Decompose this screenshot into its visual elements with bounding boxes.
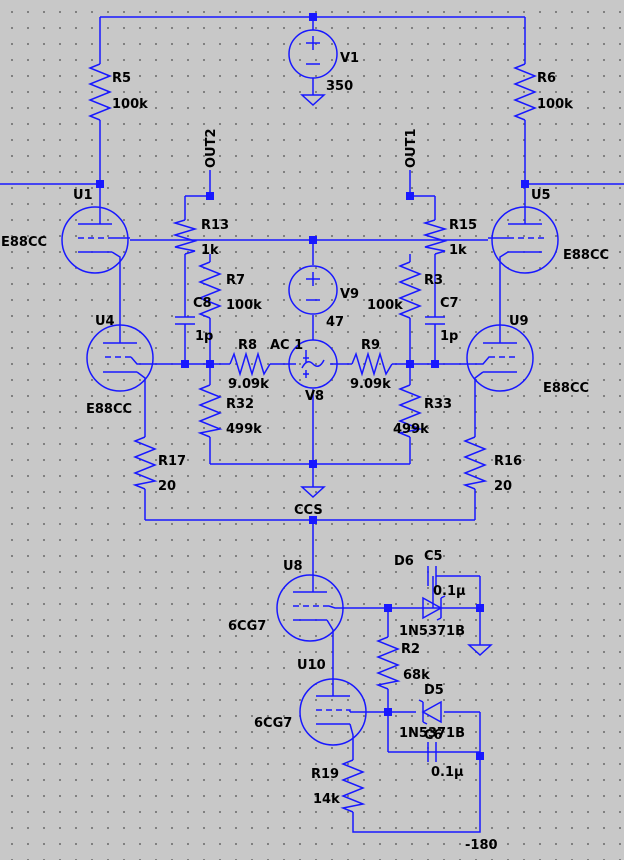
- r13-ref: R13: [201, 218, 229, 233]
- r6-symbol: [512, 63, 538, 121]
- v1-source: V1 350: [288, 29, 359, 106]
- net-neg-supply: -180: [465, 838, 498, 853]
- v9-source: V9 47: [288, 265, 359, 330]
- r8-symbol: [229, 351, 271, 377]
- r19-value: 14k: [313, 792, 340, 807]
- r9-symbol: [351, 351, 393, 377]
- r6-ref: R6: [537, 71, 556, 86]
- r17-value: 20: [158, 479, 176, 494]
- r13-symbol: [172, 219, 198, 255]
- v1-ref: V1: [340, 51, 359, 66]
- r17-symbol: [132, 436, 158, 490]
- u1-ref: U1: [73, 188, 93, 203]
- v1-value: 350: [326, 79, 353, 94]
- c8-symbol: [175, 316, 195, 325]
- r19-ref: R19: [311, 767, 339, 782]
- r2-ref: R2: [401, 642, 420, 657]
- junctions: [96, 13, 529, 760]
- tube-u1: [61, 203, 130, 274]
- d5-symbol: [418, 699, 442, 725]
- r19-symbol: [340, 759, 366, 813]
- labels: U1 E88CC U5 E88CC U4 E88CC U9 E88CC U8 6…: [1, 71, 609, 853]
- net-out2: OUT2: [204, 128, 219, 168]
- u10-ref: U10: [297, 658, 326, 673]
- r3-ref: R3: [424, 273, 443, 288]
- net-out1: OUT1: [404, 128, 419, 168]
- c5-ref: C5: [424, 549, 443, 564]
- net-ccs: CCS: [294, 503, 323, 518]
- tube-u4: [86, 323, 154, 392]
- r33-value: 499k: [393, 422, 429, 437]
- resistors: [87, 63, 538, 813]
- d5-ref: D5: [424, 683, 444, 698]
- c5-symbol: [427, 566, 480, 586]
- r16-value: 20: [494, 479, 512, 494]
- r7-value: 100k: [226, 298, 262, 313]
- d6-model: 1N5371B: [399, 624, 465, 639]
- r32-symbol: [197, 384, 223, 438]
- u9-type: E88CC: [543, 381, 589, 396]
- r16-ref: R16: [494, 454, 522, 469]
- r2-value: 68k: [403, 668, 430, 683]
- r15-value: 1k: [449, 243, 467, 258]
- c6-value: 0.1µ: [431, 765, 464, 780]
- u4-type: E88CC: [86, 402, 132, 417]
- r8-ref: R8: [238, 338, 257, 353]
- r17-ref: R17: [158, 454, 186, 469]
- r33-ref: R33: [424, 397, 452, 412]
- r8-value: 9.09k: [228, 377, 269, 392]
- u1-type: E88CC: [1, 235, 47, 250]
- u5-ref: U5: [531, 188, 551, 203]
- wires: [0, 16, 624, 833]
- tube-u8: [276, 565, 345, 642]
- c7-symbol: [425, 316, 445, 325]
- r16-symbol: [462, 436, 488, 490]
- u8-type: 6CG7: [228, 619, 266, 634]
- r15-ref: R15: [449, 218, 477, 233]
- u8-ref: U8: [283, 559, 303, 574]
- r5-symbol: [87, 63, 113, 121]
- r3-value: 100k: [367, 298, 403, 313]
- c7-value: 1p: [440, 329, 458, 344]
- u10-type: 6CG7: [254, 716, 292, 731]
- c5-value: 0.1µ: [433, 584, 466, 599]
- u9-ref: U9: [509, 314, 529, 329]
- r9-value: 9.09k: [350, 377, 391, 392]
- r7-ref: R7: [226, 273, 245, 288]
- ac-source-spec: AC 1: [270, 338, 303, 353]
- u4-ref: U4: [95, 314, 115, 329]
- v8-ref: V8: [305, 389, 324, 404]
- d5-model: 1N5371B: [399, 726, 465, 741]
- tube-u5: [488, 203, 559, 274]
- capacitors: [175, 306, 480, 762]
- r5-ref: R5: [112, 71, 131, 86]
- tube-u9: [466, 323, 534, 392]
- r32-value: 499k: [226, 422, 262, 437]
- r32-ref: R32: [226, 397, 254, 412]
- v9-value: 47: [326, 315, 344, 330]
- c8-ref: C8: [193, 296, 212, 311]
- r33-symbol: [397, 384, 423, 438]
- r5-value: 100k: [112, 97, 148, 112]
- r6-value: 100k: [537, 97, 573, 112]
- c6-symbol: [427, 742, 437, 762]
- v9-ref: V9: [340, 287, 359, 302]
- r7-symbol: [197, 261, 223, 319]
- c8-value: 1p: [195, 329, 213, 344]
- u5-type: E88CC: [563, 248, 609, 263]
- r13-value: 1k: [201, 243, 219, 258]
- r15-symbol: [422, 219, 448, 255]
- tube-u10: [299, 665, 367, 746]
- c6-ref: C6: [424, 728, 443, 743]
- r9-ref: R9: [361, 338, 380, 353]
- v8-ac-source: AC 1 V8: [270, 338, 338, 404]
- diodes: [418, 595, 446, 725]
- r3-symbol: [397, 261, 423, 319]
- d6-ref: D6: [394, 554, 414, 569]
- c7-ref: C7: [440, 296, 459, 311]
- d6-symbol: [422, 595, 446, 621]
- r2-symbol: [375, 636, 401, 690]
